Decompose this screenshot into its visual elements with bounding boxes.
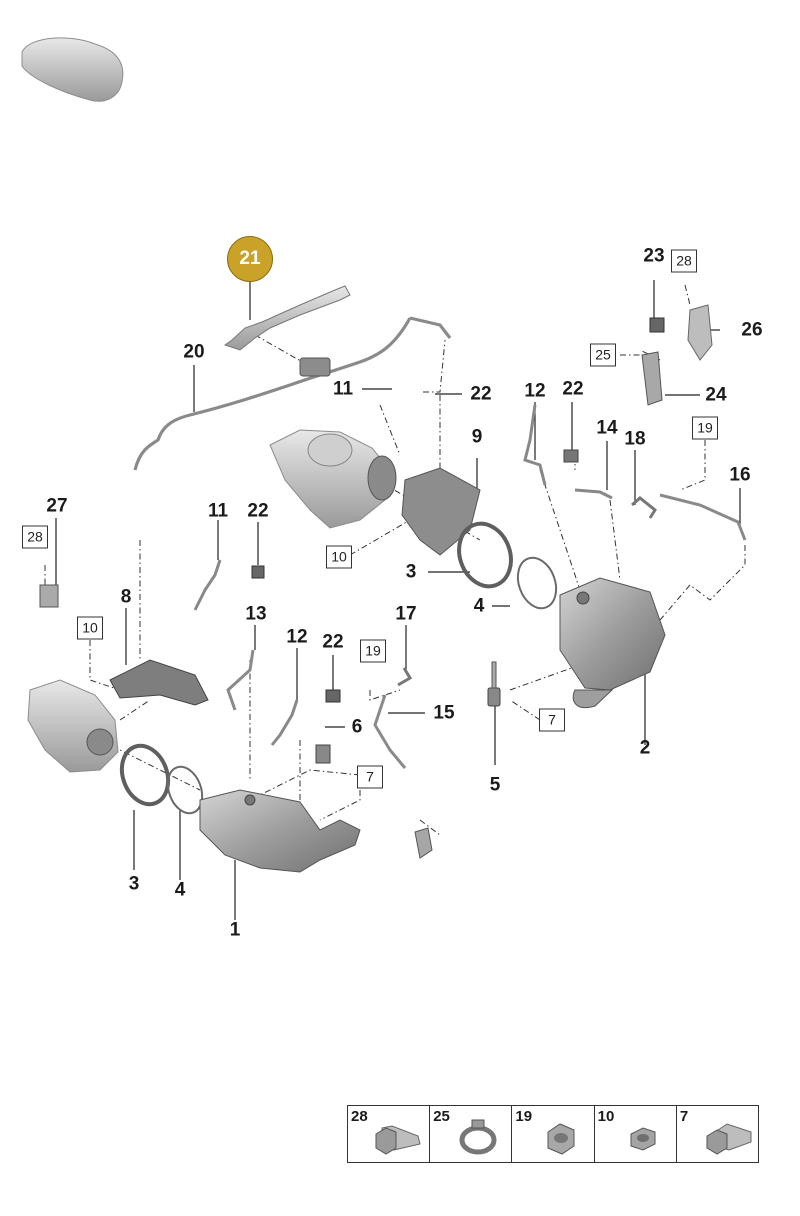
legend-cell-25[interactable]: 25 bbox=[430, 1106, 513, 1162]
callout-22-upper[interactable]: 22 bbox=[470, 383, 492, 405]
line-14-part bbox=[574, 488, 613, 500]
callout-21-highlighted[interactable]: 21 bbox=[227, 236, 273, 282]
connector-upper-right-part bbox=[563, 449, 579, 463]
bracket-17-part bbox=[397, 667, 413, 687]
ref-box-19-lower[interactable]: 19 bbox=[360, 639, 386, 663]
callout-12-upper[interactable]: 12 bbox=[524, 380, 546, 402]
callout-15[interactable]: 15 bbox=[433, 702, 455, 724]
hex-nut-icon bbox=[547, 1123, 575, 1155]
ref-box-7-right[interactable]: 7 bbox=[539, 708, 565, 732]
callout-26[interactable]: 26 bbox=[741, 319, 763, 341]
ref-box-7-lower[interactable]: 7 bbox=[357, 765, 383, 789]
v-band-clamp-lower-part bbox=[119, 743, 171, 807]
wiring-rail-bracket-part bbox=[223, 285, 351, 351]
pressure-sensor-part bbox=[487, 661, 501, 707]
callout-11-middle[interactable]: 11 bbox=[207, 500, 229, 522]
legend-number-19: 19 bbox=[515, 1108, 533, 1125]
callout-18[interactable]: 18 bbox=[624, 428, 646, 450]
torx-bolt-icon bbox=[706, 1123, 752, 1155]
legend-cell-7[interactable]: 7 bbox=[677, 1106, 758, 1162]
ref-box-19-right[interactable]: 19 bbox=[692, 416, 718, 440]
legend-number-10: 10 bbox=[597, 1108, 615, 1125]
callout-27[interactable]: 27 bbox=[46, 495, 68, 517]
sensor-harness-line bbox=[133, 316, 452, 471]
oxygen-sensor-upper-right-part bbox=[523, 404, 547, 486]
bracket-26-part bbox=[687, 304, 713, 361]
callout-3-upper[interactable]: 3 bbox=[405, 561, 417, 583]
ref-box-10-upper[interactable]: 10 bbox=[326, 545, 352, 569]
callout-16[interactable]: 16 bbox=[729, 464, 751, 486]
vehicle-silhouette-icon bbox=[21, 37, 124, 102]
loose-bracket-part bbox=[414, 827, 433, 859]
ref-box-25[interactable]: 25 bbox=[590, 343, 616, 367]
callout-8[interactable]: 8 bbox=[120, 586, 132, 608]
clip-27-part bbox=[39, 584, 59, 608]
legend-number-28: 28 bbox=[351, 1108, 368, 1125]
callout-14[interactable]: 14 bbox=[596, 417, 618, 439]
sensor-6-part bbox=[315, 744, 331, 764]
oxygen-sensor-middle-left-part bbox=[193, 559, 222, 611]
sealing-ring-lower-part bbox=[166, 765, 204, 815]
legend-cell-10[interactable]: 10 bbox=[595, 1106, 677, 1162]
flange-nut-icon bbox=[630, 1127, 656, 1151]
callout-17[interactable]: 17 bbox=[395, 603, 417, 625]
callout-2[interactable]: 2 bbox=[639, 737, 651, 759]
callout-6[interactable]: 6 bbox=[351, 716, 363, 738]
callout-3-lower[interactable]: 3 bbox=[128, 873, 140, 895]
sensor-23-part bbox=[649, 317, 665, 333]
bracket-18-part bbox=[631, 496, 657, 519]
callout-23[interactable]: 23 bbox=[643, 245, 665, 267]
hose-clamp-icon bbox=[459, 1119, 497, 1155]
sensor-12-lower-part bbox=[270, 699, 299, 746]
pipe-16-part bbox=[659, 493, 747, 541]
ref-box-28-left[interactable]: 28 bbox=[22, 525, 48, 549]
connector-middle-left-part bbox=[251, 565, 265, 579]
legend-number-25: 25 bbox=[433, 1108, 450, 1125]
pipe-15-part bbox=[373, 694, 407, 769]
pipe-13-part bbox=[226, 649, 255, 711]
turbocharger-lower-part bbox=[27, 679, 119, 773]
callout-20[interactable]: 20 bbox=[183, 341, 205, 363]
callout-22-lower[interactable]: 22 bbox=[322, 631, 344, 653]
callout-4-upper[interactable]: 4 bbox=[473, 595, 485, 617]
connector-22-lower-part bbox=[325, 689, 341, 703]
callout-5[interactable]: 5 bbox=[489, 774, 501, 796]
callout-22-middle[interactable]: 22 bbox=[247, 500, 269, 522]
callout-4-lower[interactable]: 4 bbox=[174, 879, 186, 901]
ref-box-10-lower[interactable]: 10 bbox=[77, 616, 103, 640]
sealing-ring-upper-part bbox=[516, 556, 558, 610]
callout-1[interactable]: 1 bbox=[229, 919, 241, 941]
callout-13[interactable]: 13 bbox=[245, 603, 267, 625]
heat-shield-upper-part bbox=[401, 467, 481, 556]
hex-bolt-icon bbox=[375, 1125, 421, 1155]
ref-box-28-right[interactable]: 28 bbox=[671, 249, 697, 273]
heat-shield-lower-part bbox=[109, 659, 209, 706]
legend-cell-28[interactable]: 28 bbox=[348, 1106, 431, 1162]
fastener-legend-table: 28 25 19 10 bbox=[347, 1105, 759, 1163]
bracket-24-part bbox=[641, 351, 663, 406]
callout-11-upper[interactable]: 11 bbox=[332, 378, 354, 400]
catalytic-converter-front-part bbox=[199, 789, 361, 873]
catalytic-converter-rear-part bbox=[559, 577, 666, 708]
callout-22-right[interactable]: 22 bbox=[562, 378, 584, 400]
callout-24[interactable]: 24 bbox=[705, 384, 727, 406]
callout-9[interactable]: 9 bbox=[471, 426, 483, 448]
legend-cell-19[interactable]: 19 bbox=[512, 1106, 595, 1162]
legend-number-7: 7 bbox=[679, 1108, 689, 1125]
turbocharger-upper-part bbox=[269, 429, 397, 529]
v-band-clamp-upper-part bbox=[457, 521, 513, 589]
callout-12-lower[interactable]: 12 bbox=[286, 626, 308, 648]
harness-connector-part bbox=[299, 357, 331, 377]
